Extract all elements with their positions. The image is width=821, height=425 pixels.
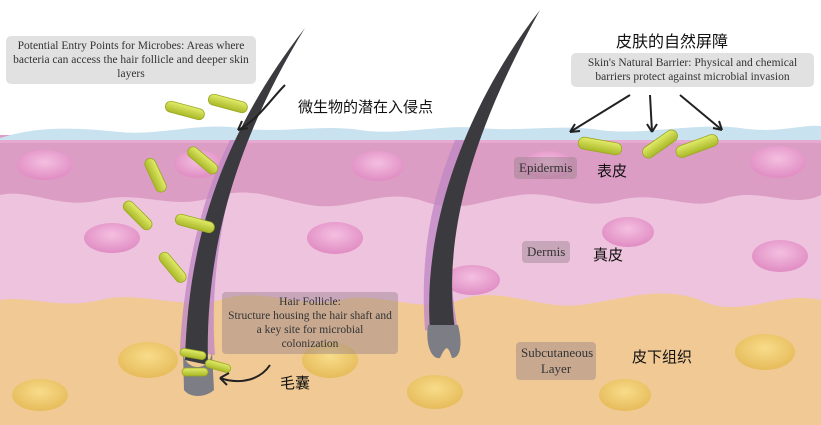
layer-label-subcutaneous: Subcutaneous Layer <box>516 342 596 380</box>
layer-label-epidermis-cn: 表皮 <box>597 162 628 180</box>
fat-cells <box>12 334 795 411</box>
hair-follicle-title: Hair Follicle: <box>279 296 341 308</box>
bacteria <box>122 93 719 377</box>
layer-label-dermis-cn: 真皮 <box>593 246 624 264</box>
hair-bulb-2 <box>427 325 461 359</box>
hair-follicle-label-cn: 毛囊 <box>280 374 311 392</box>
hair-shaft-2 <box>429 10 540 330</box>
barrier-title-cn: 皮肤的自然屏障 <box>616 32 729 51</box>
arrows <box>219 84 723 386</box>
layer-label-epidermis: Epidermis <box>514 157 578 179</box>
entry-points-label-cn: 微生物的潜在入侵点 <box>298 98 434 116</box>
entry-points-note: Potential Entry Points for Microbes: Are… <box>6 36 256 84</box>
barrier-note: Skin's Natural Barrier: Physical and che… <box>571 53 814 87</box>
arrow-entry <box>237 84 286 131</box>
skin-surface <box>0 125 821 142</box>
layer-label-dermis: Dermis <box>522 241 571 263</box>
arrow-barrier-1 <box>569 94 631 133</box>
layer-label-subcutaneous-cn: 皮下组织 <box>632 348 693 366</box>
arrow-barrier-3 <box>679 94 723 131</box>
arrow-follicle <box>219 364 271 383</box>
arrow-barrier-2 <box>649 94 653 133</box>
hair-follicle-desc: Structure housing the hair shaft and a k… <box>228 310 392 350</box>
hair-shaft <box>185 28 305 365</box>
hair-follicle-note: Hair Follicle: Structure housing the hai… <box>222 292 398 354</box>
